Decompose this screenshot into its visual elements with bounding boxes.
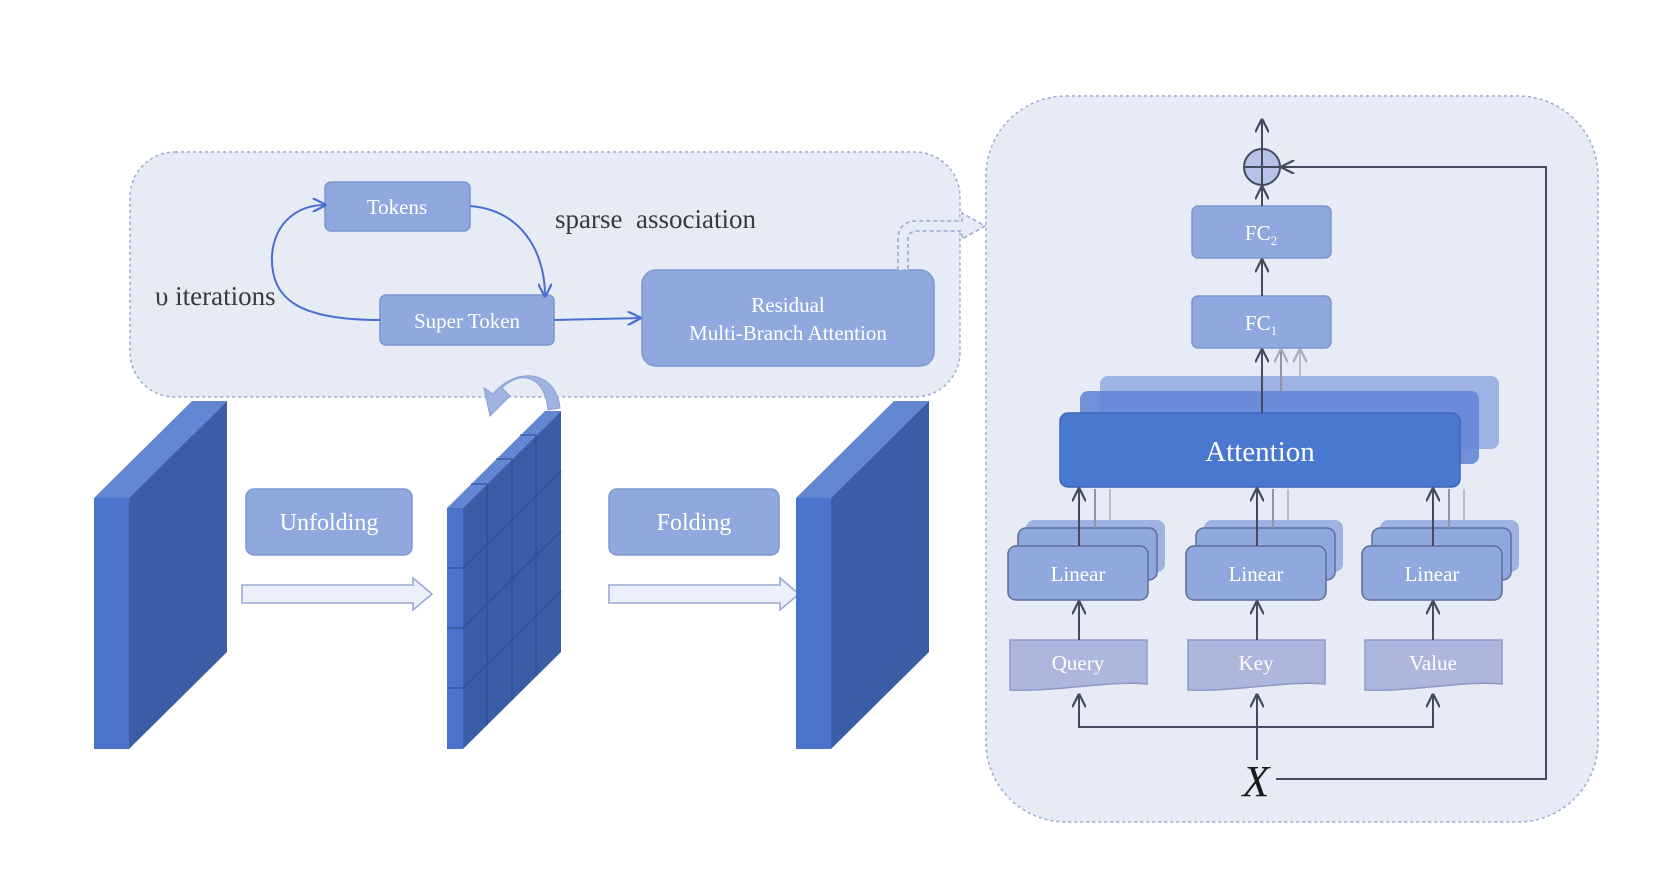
folding-box	[608, 488, 780, 556]
linear-to-attention-arrows	[1079, 489, 1465, 546]
linear-key-stack	[1185, 520, 1343, 601]
input-x-label: X	[1241, 757, 1272, 806]
folding-label: Folding	[657, 510, 732, 536]
unfolding-arrow	[241, 576, 434, 612]
residual-add-icon	[1243, 148, 1281, 186]
query-label: Query	[1052, 651, 1105, 675]
fc2-label: FC2	[1245, 221, 1277, 248]
input-feature-map	[94, 401, 227, 749]
linear-value-label: Linear	[1405, 562, 1460, 586]
linear-query-label: Linear	[1051, 562, 1106, 586]
linear-query-stack	[1007, 520, 1165, 601]
rotate-icon	[483, 375, 561, 418]
unfolding-box	[245, 488, 413, 556]
input-distribution-arrows	[1079, 695, 1433, 760]
linear-value-stack	[1361, 520, 1519, 601]
qkv-to-linear-arrows	[1079, 602, 1433, 640]
folding-arrow	[608, 576, 801, 612]
rmba-label-line1: Residual	[751, 293, 825, 317]
tokens-to-super-token-arrow	[469, 205, 545, 296]
residual-multi-branch-attention-box	[641, 269, 935, 367]
value-label: Value	[1409, 651, 1457, 675]
query-box	[1009, 639, 1148, 691]
output-feature-map	[796, 401, 929, 749]
fc1-label: FC1	[1245, 311, 1277, 338]
iterations-label: υ iterations	[155, 281, 276, 311]
value-box	[1364, 639, 1503, 691]
iteration-loop-arrow	[270, 205, 381, 321]
unfolded-patches	[447, 411, 562, 749]
skip-connection-arrow	[1276, 167, 1547, 780]
attention-label: Attention	[1205, 436, 1315, 468]
key-box	[1187, 639, 1326, 691]
rmba-to-detail-arrow	[897, 211, 987, 271]
attention-box	[1059, 412, 1461, 488]
super-token-label: Super Token	[414, 309, 521, 333]
linear-key-label: Linear	[1229, 562, 1284, 586]
tokens-label: Tokens	[367, 195, 427, 219]
unfolding-label: Unfolding	[280, 510, 379, 536]
sparse-association-label: sparse association	[555, 204, 756, 234]
rmba-label-line2: Multi-Branch Attention	[689, 321, 887, 345]
super-token-to-rmba-arrow	[553, 318, 640, 320]
key-label: Key	[1239, 651, 1274, 675]
